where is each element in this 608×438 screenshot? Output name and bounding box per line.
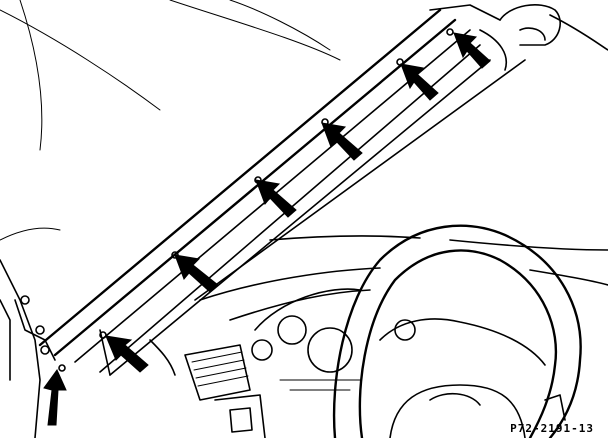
- arrow-1: [43, 369, 67, 426]
- arrow-3: [174, 254, 219, 293]
- steering-wheel: [332, 224, 582, 438]
- air-vent: [184, 344, 266, 438]
- arrow-6: [400, 63, 439, 101]
- mirror-mount: [479, 4, 608, 71]
- arrow-5: [321, 122, 363, 161]
- arrow-7: [453, 32, 491, 69]
- windshield-glass: [0, 0, 341, 241]
- arrow-2: [105, 335, 149, 373]
- dashboard: [149, 235, 608, 376]
- arrow-4: [255, 179, 297, 218]
- figure-reference-code: P72-2191-13: [510, 422, 594, 435]
- instrument-cluster: [251, 288, 416, 391]
- lower-pillar-bracket: [0, 259, 56, 438]
- pointer-arrows: [43, 32, 491, 426]
- trim-clips: [58, 28, 454, 372]
